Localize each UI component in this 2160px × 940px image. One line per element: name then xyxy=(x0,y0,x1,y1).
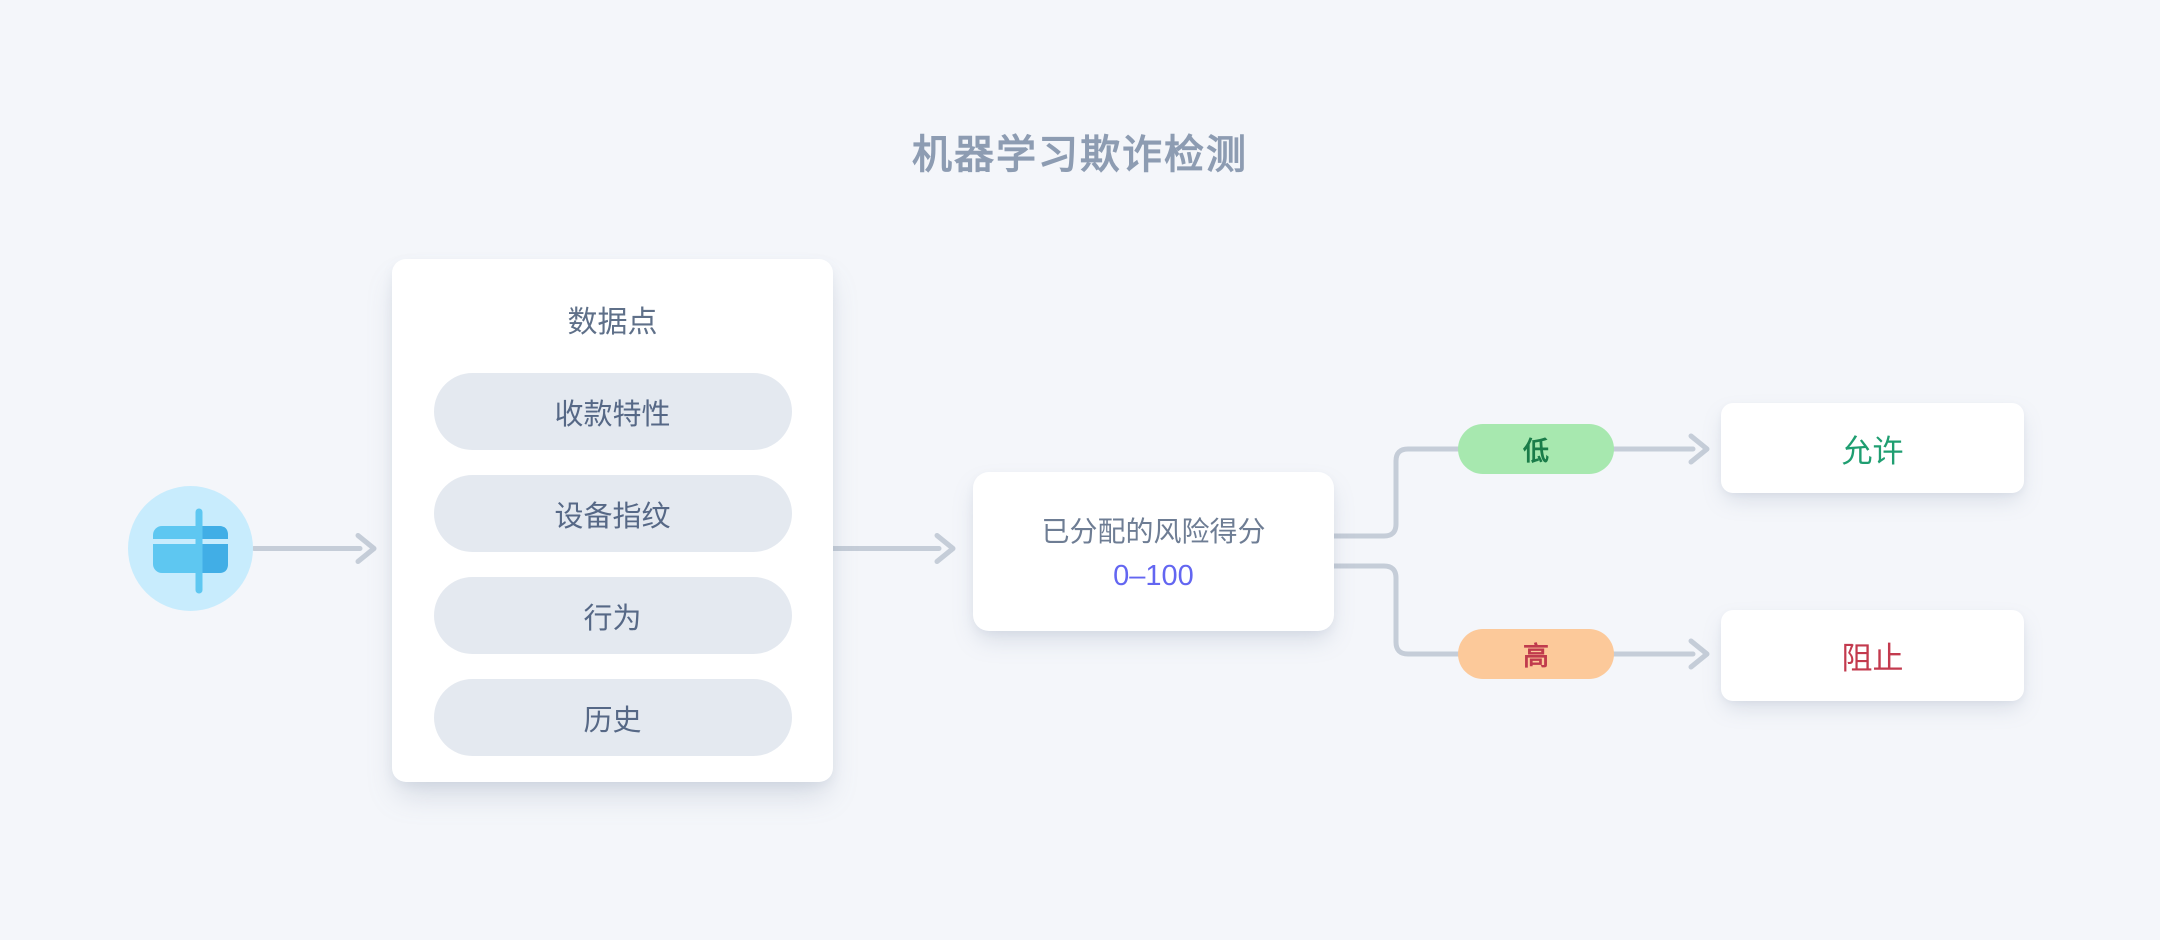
risk-score-label: 已分配的风险得分 xyxy=(1041,516,1266,547)
data-point-pill: 行为 xyxy=(433,577,792,654)
allow-outcome-node: 允许 xyxy=(1721,403,2024,493)
data-point-pill: 收款特性 xyxy=(433,373,792,450)
data-points-header: 数据点 xyxy=(567,306,658,339)
connector-risk-to-high xyxy=(1331,563,1461,657)
credit-card-icon xyxy=(153,508,228,594)
arrowhead-source-to-datapoints xyxy=(355,533,377,564)
high-risk-pill: 高 xyxy=(1458,629,1614,679)
arrowhead-high-to-block xyxy=(1688,638,1710,670)
risk-score-node: 已分配的风险得分 0–100 xyxy=(973,472,1334,631)
payment-source-node xyxy=(128,486,253,611)
block-outcome-node: 阻止 xyxy=(1721,610,2024,701)
data-points-list: 收款特性 设备指纹 行为 历史 xyxy=(433,373,792,756)
arrowhead-datapoints-to-risk xyxy=(934,533,956,564)
diagram-title: 机器学习欺诈检测 xyxy=(912,133,1248,177)
low-risk-pill: 低 xyxy=(1458,424,1614,474)
data-points-card: 数据点 收款特性 设备指纹 行为 历史 xyxy=(392,259,833,782)
risk-score-range: 0–100 xyxy=(1113,560,1194,592)
connector-risk-to-low xyxy=(1331,446,1461,539)
data-point-pill: 设备指纹 xyxy=(433,475,792,552)
arrowhead-low-to-allow xyxy=(1688,433,1710,465)
data-point-pill: 历史 xyxy=(433,679,792,756)
